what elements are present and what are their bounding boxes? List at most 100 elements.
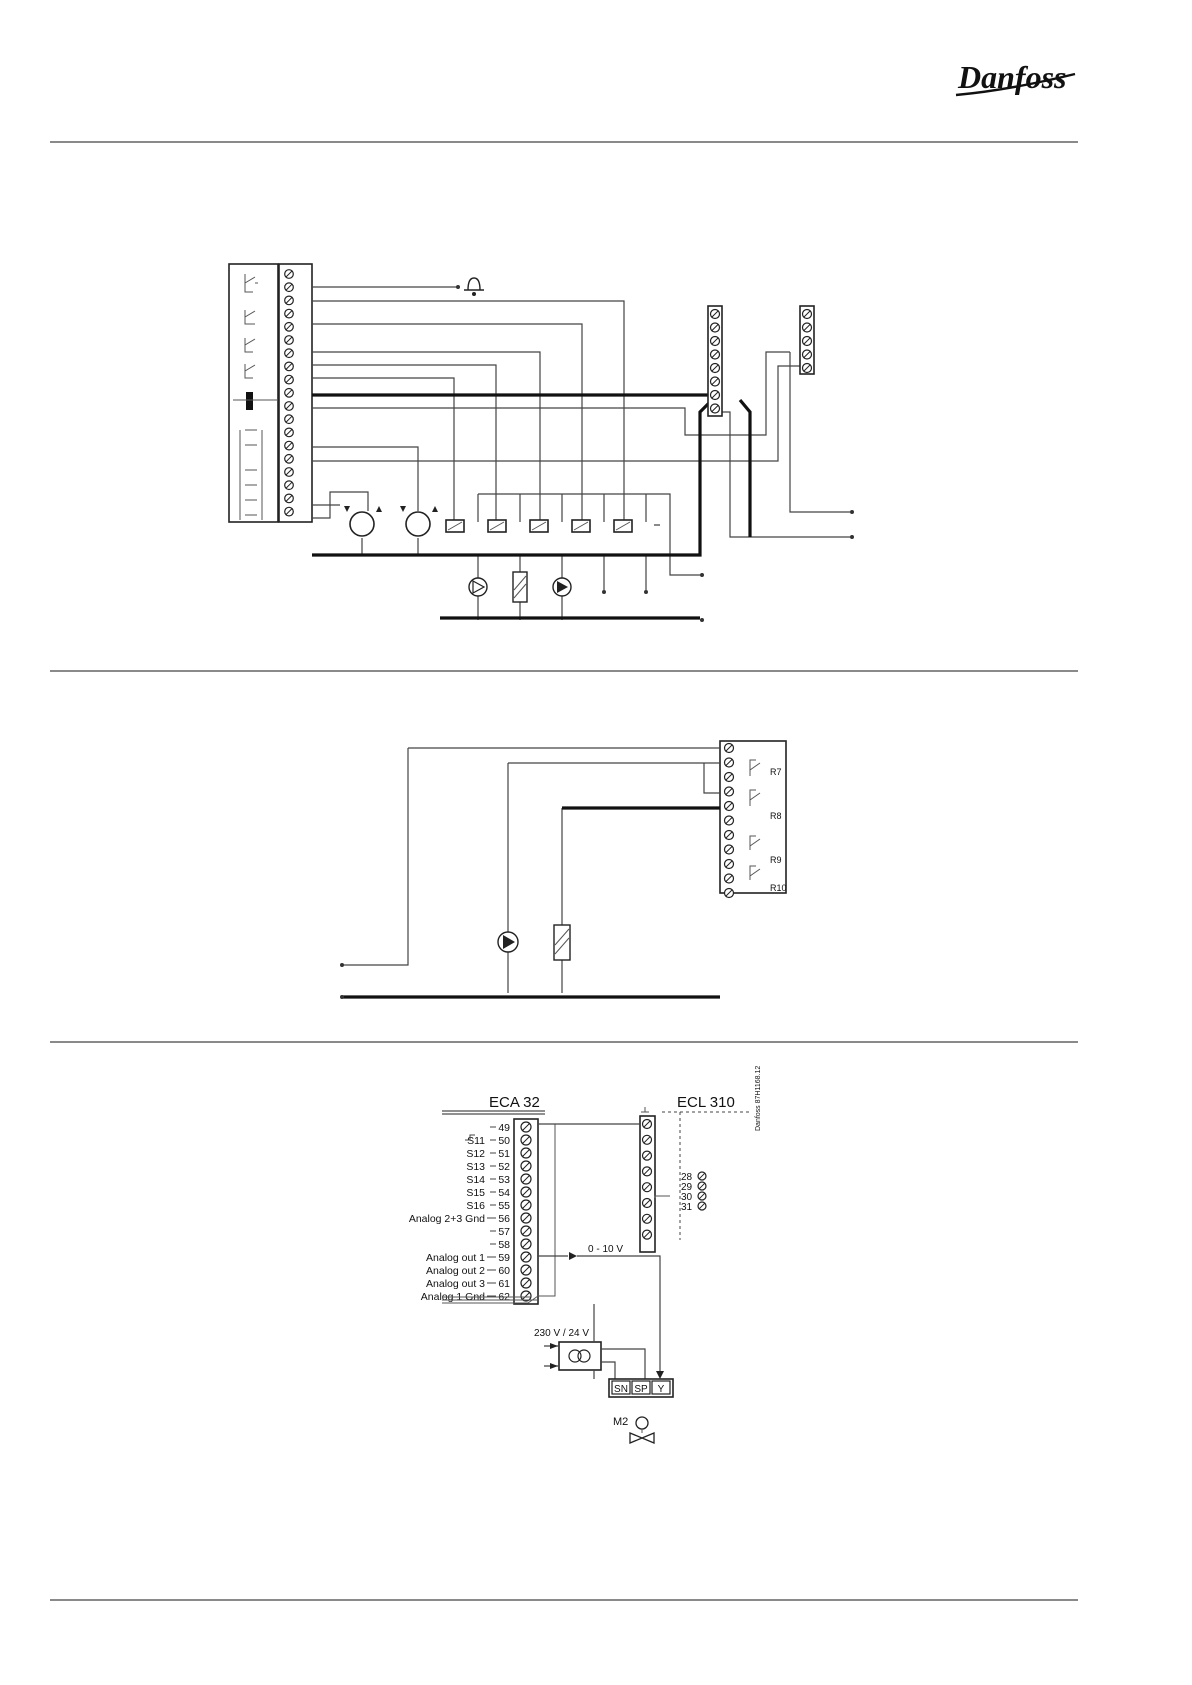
ecl310-terminal [698, 1202, 706, 1210]
terminal-number: 52 [498, 1161, 510, 1173]
eca32-terminal-row: 58 [490, 1239, 531, 1251]
strip-a-terminal [711, 391, 720, 400]
eca32-terminal [521, 1148, 531, 1158]
diagram-3-eca32-analog-wiring: ECA 32 ECL 310 4950S1151S1252S1353S1454S… [409, 1066, 762, 1443]
eca32-terminal [521, 1200, 531, 1210]
valve-actuator-m2-icon [630, 1417, 654, 1443]
terminal-label: S13 [466, 1161, 485, 1173]
signal-arrow-icon [569, 1252, 577, 1260]
ecl310-strip-terminal [643, 1183, 652, 1192]
eca32-terminal [521, 1278, 531, 1288]
eca32-terminal [521, 1122, 531, 1132]
controller-terminal [285, 362, 294, 371]
ecl310-strip-terminal [643, 1135, 652, 1144]
ecl310-terminal [698, 1172, 706, 1180]
eca32-terminal [521, 1161, 531, 1171]
diagram2-wires [343, 748, 720, 993]
strip-b-terminal [803, 350, 812, 359]
controller-terminal [285, 507, 294, 516]
ecl310-terminal [698, 1192, 706, 1200]
controller-terminal [285, 349, 294, 358]
relay-label: R7 [770, 767, 782, 777]
relay-label: R10 [770, 883, 787, 893]
terminal-number: 59 [498, 1252, 510, 1264]
terminal-number: 60 [498, 1265, 510, 1277]
strip-a-terminal [711, 323, 720, 332]
heater-icon [513, 572, 527, 602]
terminal-number: 49 [498, 1122, 510, 1134]
strip-a-terminal [711, 350, 720, 359]
motor-m1-icon [344, 506, 382, 536]
extension-terminal [725, 874, 734, 883]
extension-terminal [725, 802, 734, 811]
relay-label: R8 [770, 811, 782, 821]
controller-terminal [285, 455, 294, 464]
eca32-terminal-block [514, 1119, 538, 1304]
signal-label: 0 - 10 V [588, 1244, 623, 1255]
controller-terminal [285, 283, 294, 292]
diagram1-bus [312, 395, 750, 618]
terminal-number: 58 [498, 1239, 510, 1251]
alarm-bell-icon [464, 278, 484, 290]
terminal-number: 51 [498, 1148, 510, 1160]
eca32-terminal [521, 1239, 531, 1249]
ecl310-strip-terminal [643, 1167, 652, 1176]
terminal-number: 53 [498, 1174, 510, 1186]
pump-icon [498, 932, 518, 952]
terminal-label: S15 [466, 1187, 485, 1199]
terminal-label: Analog out 2 [426, 1265, 485, 1277]
logo-text: Danfoss [957, 59, 1066, 95]
motor-m2-icon [400, 506, 438, 536]
danfoss-logo: Danfoss [956, 59, 1075, 95]
terminal-number: 57 [498, 1226, 510, 1238]
controller-terminal [285, 481, 294, 490]
eca32-terminal [521, 1252, 531, 1262]
eca32-title: ECA 32 [489, 1094, 540, 1111]
transformer-box [559, 1342, 601, 1370]
extension-terminal [725, 889, 734, 898]
eca32-terminal [521, 1213, 531, 1223]
controller-terminal [285, 415, 294, 424]
extension-terminal [725, 758, 734, 767]
controller-terminal [285, 494, 294, 503]
ecl310-strip-terminal [643, 1199, 652, 1208]
controller-terminal [285, 389, 294, 398]
actuator-terminal-label: SP [634, 1384, 648, 1395]
controller-terminal [285, 309, 294, 318]
strip-a-terminal [711, 404, 720, 413]
extension-terminal [725, 816, 734, 825]
terminal-label: S14 [466, 1174, 485, 1186]
controller-terminal [285, 402, 294, 411]
ecl310-terminal [698, 1182, 706, 1190]
terminal-number: 55 [498, 1200, 510, 1212]
strip-a-terminal [711, 377, 720, 386]
ecl310-terminal-number: 31 [681, 1202, 693, 1213]
controller-terminal [285, 270, 294, 279]
strip-a-terminal [711, 364, 720, 373]
terminal-number: 56 [498, 1213, 510, 1225]
controller-terminal [285, 296, 294, 305]
terminal-number: 50 [498, 1135, 510, 1147]
ecl310-strip-terminal [643, 1151, 652, 1160]
terminal-label: S12 [466, 1148, 485, 1160]
terminal-number: 54 [498, 1187, 510, 1199]
strip-b-terminal [803, 337, 812, 346]
diagram-1-controller-wiring [229, 264, 854, 622]
terminal-label: Analog out 1 [426, 1252, 485, 1264]
ecl310-strip-terminal [643, 1230, 652, 1239]
ecl310-strip-terminal [643, 1120, 652, 1129]
extension-terminal [725, 845, 734, 854]
heater-icon-2 [554, 925, 570, 960]
terminal-label: S16 [466, 1200, 485, 1212]
extension-terminal [725, 831, 734, 840]
actuator-terminal-label: SN [614, 1384, 628, 1395]
controller-terminal [285, 468, 294, 477]
eca32-terminal [521, 1174, 531, 1184]
actuator-label: M2 [613, 1416, 628, 1428]
ecl310-title: ECL 310 [677, 1094, 735, 1111]
terminal-label: Analog out 3 [426, 1278, 485, 1290]
diagram1-wires [312, 287, 850, 620]
